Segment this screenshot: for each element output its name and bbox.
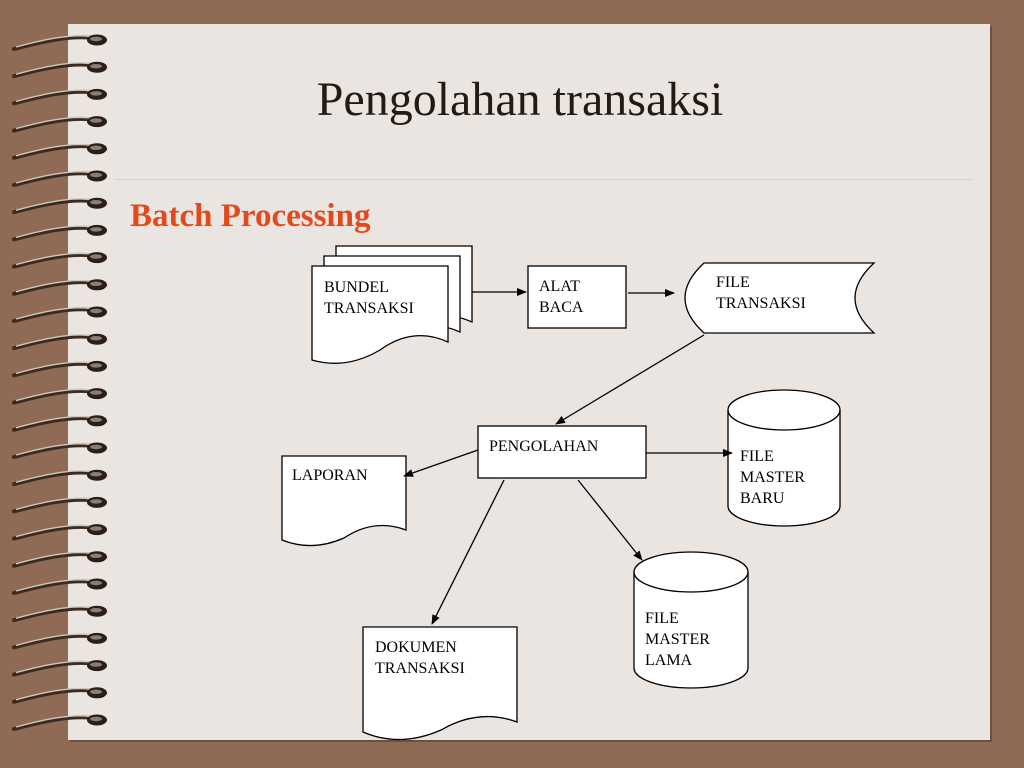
binder-ring <box>12 88 107 106</box>
binder-ring <box>12 388 107 405</box>
laporan-label: LAPORAN <box>292 467 368 484</box>
file-transaksi-label: FILE TRANSAKSI <box>716 274 806 312</box>
alat-baca-label: ALAT BACA <box>539 278 584 316</box>
binder-ring <box>12 687 107 704</box>
binder-ring <box>12 143 107 160</box>
binder-ring <box>12 197 107 215</box>
arrow-pengolahan-to-laporan <box>403 449 479 477</box>
laporan-shape <box>281 455 407 547</box>
bundel-transaksi-shape <box>311 245 473 364</box>
slide-panel <box>68 24 990 740</box>
binder-ring <box>12 632 107 650</box>
binder-ring <box>12 224 107 242</box>
file-transaksi-shape <box>684 262 876 334</box>
binder-ring <box>12 360 107 378</box>
dokumen-transaksi-label: DOKUMEN TRANSAKSI <box>375 639 465 677</box>
binder-ring <box>12 496 107 514</box>
pengolahan-box <box>477 425 647 479</box>
binder-ring <box>12 660 107 677</box>
pengolahan-label: PENGOLAHAN <box>489 438 599 455</box>
arrow-pengolahan-to-dokumen <box>431 479 505 625</box>
binder-ring <box>12 578 107 595</box>
binder-ring <box>12 442 107 459</box>
dokumen-transaksi-shape <box>362 626 518 741</box>
slide-subtitle: Batch Processing <box>130 198 371 234</box>
file-master-lama-shape <box>633 551 749 689</box>
binder-ring <box>12 714 107 731</box>
binder-ring <box>12 116 107 133</box>
binder-ring <box>12 34 107 51</box>
binder-ring <box>12 469 107 487</box>
binder-ring <box>12 61 107 79</box>
file-master-baru-shape <box>727 389 841 527</box>
arrow-file-to-pengolahan <box>555 334 705 425</box>
slide-title: Pengolahan transaksi <box>316 73 724 126</box>
arrow-pengolahan-to-master-lama <box>577 479 643 561</box>
binder-ring <box>12 279 107 296</box>
binder-ring <box>12 524 107 541</box>
binder-ring <box>12 170 107 187</box>
binder-ring <box>12 306 107 323</box>
file-master-lama-label: FILE MASTER LAMA <box>645 610 710 669</box>
file-master-baru-label: FILE MASTER BARU <box>740 448 805 507</box>
binder-ring <box>12 605 107 623</box>
binder-ring <box>12 551 107 568</box>
title-divider <box>114 179 972 180</box>
binder-ring <box>12 415 107 432</box>
alat-baca-box <box>527 265 627 329</box>
binder-ring <box>12 252 107 269</box>
binder-ring <box>12 333 107 351</box>
bundel-transaksi-label: BUNDEL TRANSAKSI <box>324 279 414 317</box>
